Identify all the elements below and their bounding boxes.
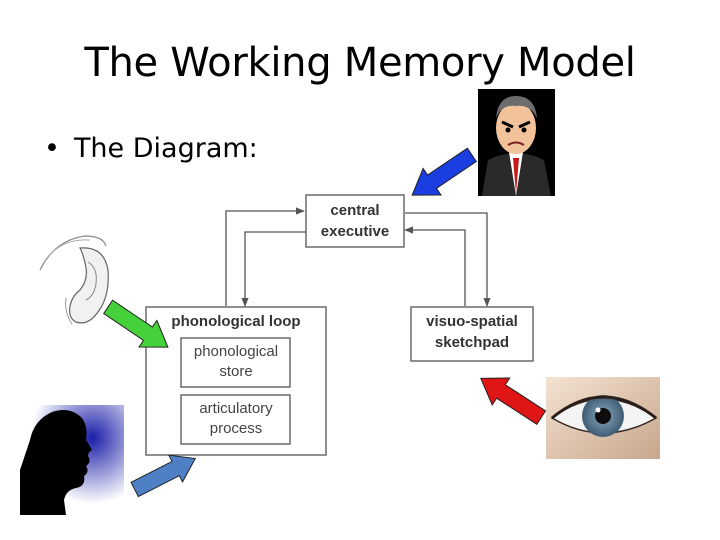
connector-loop-to-executive: [225, 207, 305, 306]
phonological-loop-label: phonological loop: [171, 313, 300, 330]
box-central-executive: central executive: [305, 194, 405, 248]
steel-blue-arrow: [130, 454, 197, 498]
phonological-store-line1: phonological: [194, 343, 278, 360]
box-visuo-spatial-sketchpad: visuo-spatial sketchpad: [410, 306, 534, 362]
box-phonological-store: phonological store: [180, 337, 291, 388]
slide-title: The Working Memory Model: [84, 40, 636, 86]
bullet-item: • The Diagram:: [44, 133, 258, 164]
sketchpad-line1: visuo-spatial: [426, 313, 518, 330]
connector-executive-to-sketchpad: [405, 212, 491, 307]
connector-executive-to-loop: [241, 231, 306, 307]
central-executive-line2: executive: [321, 223, 389, 240]
ear-sketch-picture: [39, 235, 109, 325]
box-articulatory-process: articulatory process: [180, 394, 291, 445]
bullet-symbol: •: [44, 133, 60, 164]
phonological-store-line2: store: [219, 363, 252, 380]
blue-eye-picture: [546, 377, 660, 459]
central-executive-line1: central: [330, 202, 379, 219]
sketchpad-line2: sketchpad: [435, 334, 509, 351]
connector-sketchpad-to-executive: [404, 226, 466, 306]
bullet-text: The Diagram:: [73, 133, 258, 164]
blue-arrow: [411, 147, 478, 196]
green-arrow: [102, 299, 169, 348]
articulatory-process-line1: articulatory: [199, 400, 273, 417]
speaking-head-silhouette-picture: [20, 405, 124, 515]
articulatory-process-line2: process: [210, 420, 263, 437]
red-arrow: [480, 377, 547, 426]
angry-businessman-picture: [478, 89, 555, 196]
